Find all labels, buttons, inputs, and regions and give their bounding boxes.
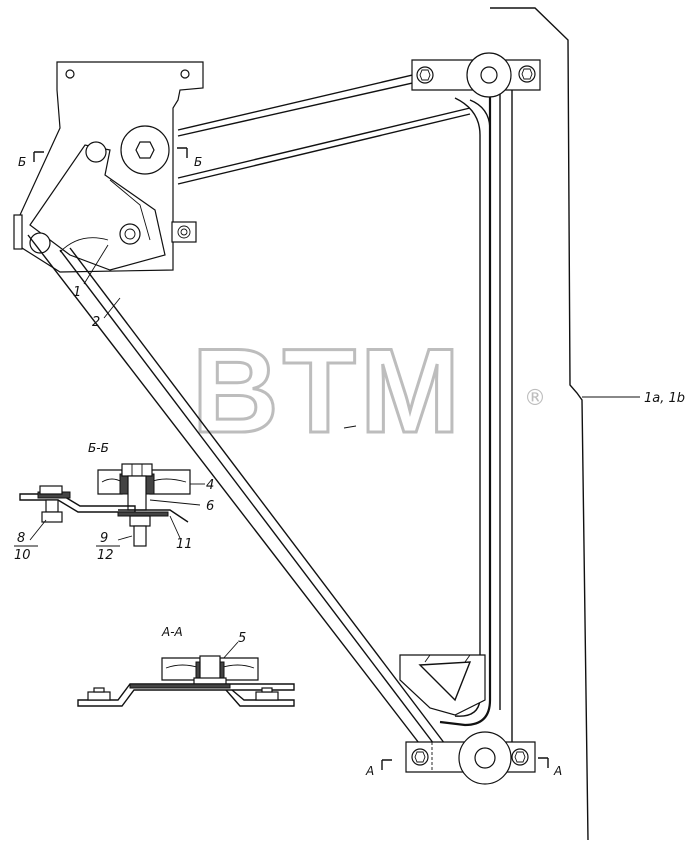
glass-clamp — [399, 654, 486, 716]
cut-a-left-label: А — [365, 764, 374, 778]
watermark-text: BTM — [192, 324, 464, 458]
callout-2: 2 — [92, 315, 100, 330]
regulator-mechanism — [13, 61, 204, 273]
cut-b-right-label: Б — [194, 155, 202, 169]
btm-watermark: BTM ® — [191, 323, 547, 460]
guide-rail — [439, 72, 513, 750]
callout-1: 1 — [73, 285, 81, 300]
callout-4: 4 — [206, 478, 214, 493]
lower-pulley-assembly — [405, 731, 536, 785]
door-contour-line — [490, 7, 589, 841]
callout-12: 12 — [97, 548, 114, 563]
section-bb-title: Б-Б — [88, 441, 109, 455]
registered-mark: ® — [524, 386, 546, 411]
callout-11: 11 — [176, 537, 193, 552]
assembly-callout: 1a, 1b — [644, 391, 685, 406]
callout-6: 6 — [206, 499, 214, 514]
section-aa-title: А-А — [161, 625, 183, 639]
callout-10: 10 — [14, 548, 31, 563]
callout-8: 8 — [17, 531, 25, 546]
section-cut-markers: Б Б А А — [18, 147, 562, 778]
cut-a-right-label: А — [553, 764, 562, 778]
callout-9: 9 — [100, 531, 108, 546]
upper-pulley-assembly — [411, 52, 541, 98]
cut-b-left-label: Б — [18, 155, 26, 169]
section-aa-detail: А-А 5 — [77, 625, 295, 707]
section-bb-detail: Б-Б 4 6 11 8 10 9 — [14, 441, 214, 563]
callout-5: 5 — [238, 631, 246, 646]
